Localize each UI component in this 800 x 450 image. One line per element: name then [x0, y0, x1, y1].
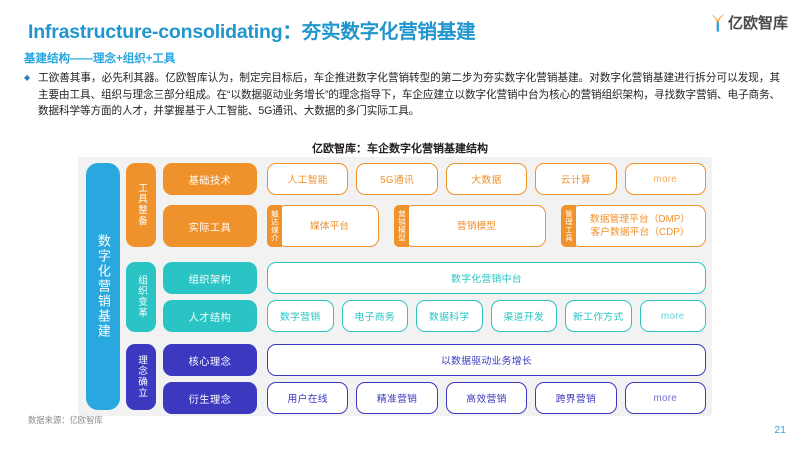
- more-pill[interactable]: more: [639, 300, 706, 332]
- yiou-y-mark-icon: [709, 13, 725, 32]
- item-pill[interactable]: 电子商务: [341, 300, 408, 332]
- item-pill[interactable]: 高效营销: [445, 382, 528, 414]
- item-pill[interactable]: 数据科学: [416, 300, 483, 332]
- item-pill[interactable]: 数字营销: [267, 300, 334, 332]
- row-category-chip[interactable]: 人才结构: [163, 300, 257, 332]
- tool-tab-label: 营销模型: [397, 210, 407, 242]
- master-bar: 数字化营销基建: [86, 163, 120, 410]
- tool-box[interactable]: 营销模型: [407, 205, 546, 247]
- row-category-chip[interactable]: 核心理念: [163, 344, 257, 376]
- row-category-chip[interactable]: 实际工具: [163, 205, 257, 247]
- tool-tab[interactable]: 管理工具: [561, 205, 576, 247]
- tool-box[interactable]: 数据管理平台（DMP）客户数据平台（CDP）: [574, 205, 706, 247]
- tool-box[interactable]: 媒体平台: [280, 205, 379, 247]
- item-pill[interactable]: 大数据: [445, 163, 528, 195]
- row-category-chip[interactable]: 衍生理念: [163, 382, 257, 414]
- tool-tab[interactable]: 触达媒介: [267, 205, 282, 247]
- source-note: 数据来源：亿欧智库: [28, 415, 103, 425]
- more-pill[interactable]: more: [624, 163, 706, 195]
- wide-item-pill[interactable]: 以数据驱动业务增长: [267, 344, 706, 376]
- item-pill[interactable]: 云计算: [535, 163, 617, 195]
- group-bar-label: 组织变革: [136, 275, 148, 319]
- section-subheading: 基建结构——理念+组织+工具: [24, 53, 176, 65]
- item-pill[interactable]: 用户在线: [267, 382, 349, 414]
- row-category-chip[interactable]: 组织架构: [163, 262, 257, 294]
- item-pill[interactable]: 精准营销: [356, 382, 438, 414]
- group-bar-label: 工具整备: [136, 183, 148, 227]
- page-title: Infrastructure-consolidating：夯实数字化营销基建: [28, 21, 476, 43]
- group-bar-3: 理念确立: [126, 344, 156, 410]
- item-pill[interactable]: 人工智能: [267, 163, 349, 195]
- tool-tab-label: 触达媒介: [270, 210, 280, 242]
- group-bar-label: 理念确立: [136, 355, 148, 399]
- item-pill[interactable]: 新工作方式: [565, 300, 632, 332]
- paragraph-block: ◆ 工欲善其事，必先利其器。亿欧智库认为，制定完目标后，车企推进数字化营销转型的…: [24, 70, 780, 120]
- page-number: 21: [774, 424, 786, 436]
- wide-item-pill[interactable]: 数字化营销中台: [267, 262, 706, 294]
- row-category-chip[interactable]: 基础技术: [163, 163, 257, 195]
- more-pill[interactable]: more: [624, 382, 706, 414]
- group-bar-2: 组织变革: [126, 262, 156, 332]
- item-pill[interactable]: 跨界营销: [535, 382, 617, 414]
- item-pill[interactable]: 渠道开发: [490, 300, 557, 332]
- brand-logo-text: 亿欧智库: [727, 15, 788, 32]
- tool-tab-label: 管理工具: [564, 210, 574, 242]
- diamond-bullet-icon: ◆: [24, 73, 31, 82]
- tool-tab[interactable]: 营销模型: [394, 205, 409, 247]
- master-bar-label: 数字化营销基建: [95, 234, 111, 339]
- body-paragraph: 工欲善其事，必先利其器。亿欧智库认为，制定完目标后，车企推进数字化营销转型的第二…: [38, 72, 780, 118]
- diagram-title: 亿欧智库：车企数字化营销基建结构: [312, 143, 488, 155]
- brand-logo: 亿欧智库: [709, 12, 788, 33]
- group-bar-1: 工具整备: [126, 163, 156, 247]
- item-pill[interactable]: 5G通讯: [356, 163, 438, 195]
